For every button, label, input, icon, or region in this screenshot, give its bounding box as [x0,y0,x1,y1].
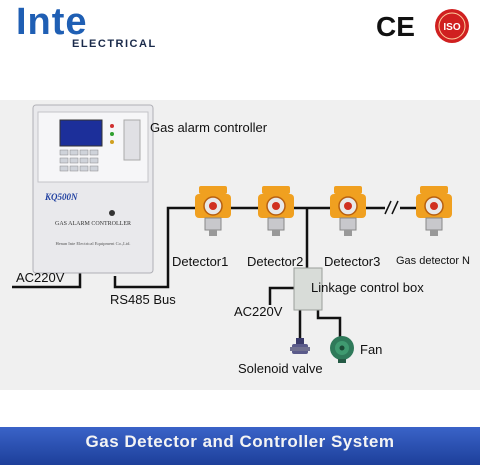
controller-panel-label: GAS ALARM CONTROLLER [55,221,131,227]
detector-1 [195,186,231,236]
ac-power-main-wire [12,272,82,289]
controller-led-icon [110,140,114,144]
controller-display-screen [59,119,103,147]
fan-icon [330,336,354,363]
controller-led-icon [110,124,114,128]
fan-label: Fan [360,342,383,357]
detector-1-label: Detector1 [172,254,229,269]
brand-logo: Inte [16,1,88,43]
controller-maker: Henan Inte Electrical Equipment Co.,Ltd. [55,241,130,247]
ac-power-box-label: AC220V [234,304,283,319]
detector-3-label: Detector3 [324,254,381,269]
controller-model: KQ500N [44,192,78,202]
ac-power-main-label: AC220V [16,270,65,285]
detector-2 [258,186,294,236]
controller-key-lock-icon [109,210,115,216]
ac-power-box-wire [268,286,294,305]
footer-bar [0,427,480,465]
solenoid-valve-label: Solenoid valve [238,361,323,376]
detector-n-label: Gas detector N [396,255,470,267]
brand-subtitle: ELECTRICAL [72,38,157,50]
fan-wire [316,308,342,338]
linkage-box-label: Linkage control box [311,280,424,295]
controller-side-module [123,119,141,161]
rs485-bus-wire [113,206,195,289]
detector-3 [330,186,366,236]
ce-mark-icon: CE [376,11,415,42]
bus-break-symbol [384,200,399,215]
solenoid-valve-icon [290,338,310,354]
iso-seal-text: ISO [443,22,460,33]
iso-seal-icon: ISO [435,9,469,43]
detector-n [416,186,452,236]
controller-keypad [59,149,99,172]
linkage-control-box [293,267,323,311]
footer-title: Gas Detector and Controller System [85,432,395,451]
wiring [12,206,418,340]
controller-led-icon [110,132,114,136]
rs485-bus-label: RS485 Bus [110,292,176,307]
detector-2-label: Detector2 [247,254,304,269]
controller-title: Gas alarm controller [150,120,268,135]
header [0,0,480,64]
gas-alarm-controller: KQ500N GAS ALARM CONTROLLER Henan Inte E… [32,104,154,274]
